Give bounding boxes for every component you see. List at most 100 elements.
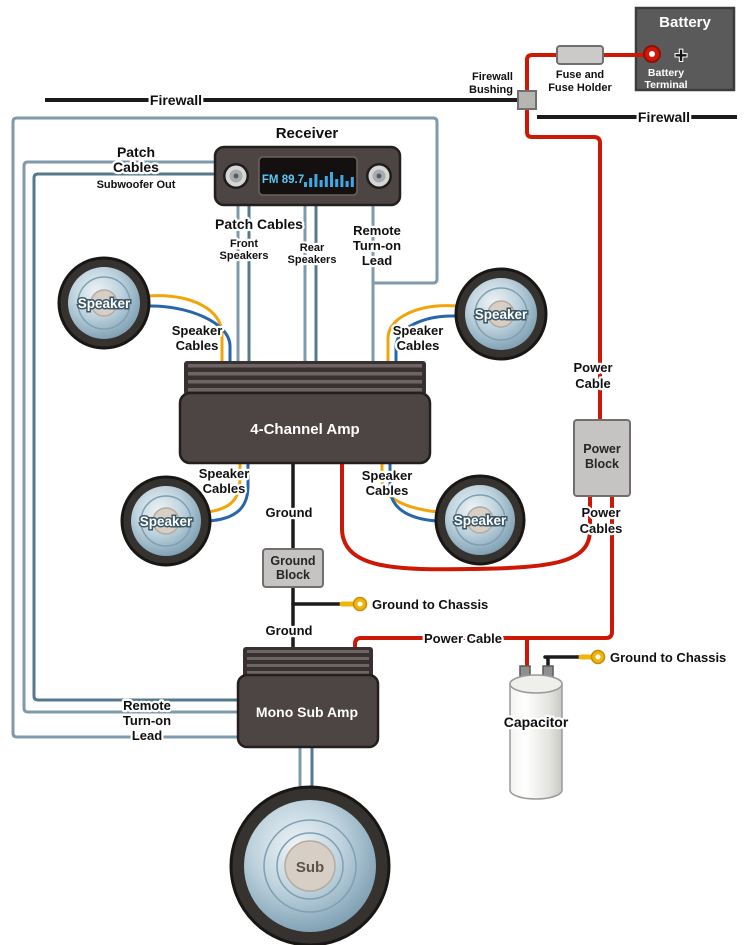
rear-speakers-label-2: Speakers [288, 254, 337, 266]
chassis-ring-terminal-icon [578, 649, 606, 665]
power-block-label-1: Power [583, 442, 621, 456]
subwoofer: Sub [229, 785, 391, 945]
speaker3-yellow-wire [205, 458, 242, 514]
fin-stripe [247, 671, 369, 674]
fin-stripe [247, 657, 369, 660]
signal-wires [11, 116, 439, 795]
speaker-cables-label-2a: Speaker [393, 323, 444, 338]
power-cables-label-2: Cables [580, 521, 623, 536]
speaker1-blue-wire [146, 304, 232, 366]
speaker-label: Speaker [140, 514, 193, 529]
power-block-to-mono-amp-wire [353, 492, 614, 654]
remote-bottom-label-2: Turn-on [123, 713, 171, 728]
capacitor-top [509, 674, 563, 694]
mono-sub-amp-label: Mono Sub Amp [256, 704, 358, 720]
four-channel-amp [178, 361, 432, 465]
capacitor [509, 665, 563, 800]
mono-sub-amp [236, 647, 380, 749]
ground-upper-label: Ground [266, 505, 313, 520]
battery-terminal-label-1: Battery [648, 67, 684, 79]
amp-fins [184, 361, 426, 395]
speaker-cables-label-4a: Speaker [362, 468, 413, 483]
speaker-label: Speaker [78, 296, 131, 311]
firewall-bushing-label-1: Firewall [472, 71, 513, 83]
speaker-cables-label-1a: Speaker [172, 323, 223, 338]
front-speakers-label-1: Front [230, 238, 258, 250]
chassis-ring-terminal-icon [339, 596, 368, 612]
display-text: FM 89.7 [262, 174, 304, 186]
power-cable-bottom-label: Power Cable [424, 631, 502, 646]
power-wires [340, 53, 654, 671]
volume-knob-icon [223, 163, 249, 189]
ground-block-label-2: Block [276, 568, 310, 582]
speaker-dome [90, 289, 118, 317]
speaker-inner-ring [454, 494, 506, 546]
speaker2-yellow-wire [386, 304, 459, 366]
remote-lead-to-mono-amp-wire [11, 116, 439, 739]
fin-stripe [247, 664, 369, 667]
remote-top-label-3: Lead [362, 253, 392, 268]
speaker-rear-left: Speaker [120, 475, 212, 567]
plus-sign: + [675, 43, 688, 68]
tuner-knob-icon [366, 163, 392, 189]
speaker4-yellow-wire [380, 458, 440, 514]
fin-stripe [188, 364, 422, 368]
rear-speakers-label-1: Rear [300, 242, 325, 254]
receiver-title: Receiver [276, 125, 339, 142]
capacitor-body [509, 683, 563, 800]
subwoofer-out-label: Subwoofer Out [97, 179, 176, 191]
capacitor-ground-wire [543, 655, 583, 670]
ground-block [262, 548, 324, 588]
patch-cables-mid-title: Patch Cables [215, 216, 303, 232]
subwoofer-patch-wire-2 [32, 172, 242, 702]
speaker3-blue-wire [206, 458, 250, 523]
spectrum-bars-icon [304, 172, 354, 187]
ground-to-chassis-mid-label: Ground to Chassis [372, 597, 488, 612]
battery-title: Battery [659, 14, 711, 31]
ground-block-label-1: Ground [270, 554, 315, 568]
speaker-cables-label-4b: Cables [366, 483, 409, 498]
amp-body [178, 391, 432, 465]
amp-body [236, 673, 380, 749]
patch-cables-top-label-1: Patch [117, 144, 155, 160]
remote-bottom-label-3: Lead [132, 728, 162, 743]
fin-stripe [247, 650, 369, 653]
receiver [213, 145, 402, 207]
speaker-dome [487, 300, 515, 328]
speaker-label: Speaker [475, 307, 528, 322]
four-channel-amp-label: 4-Channel Amp [250, 421, 359, 438]
remote-top-label-1: Remote [353, 223, 401, 238]
power-cable-right-label-1: Power [573, 360, 612, 375]
patch-cables-top-label-2: Cables [113, 159, 159, 175]
power-block-to-4ch-amp-wire [340, 460, 592, 572]
fin-stripe [188, 380, 422, 384]
subwoofer-patch-wire-1 [22, 160, 242, 714]
sub-label: Sub [296, 859, 324, 876]
ground-wires [291, 456, 583, 670]
speaker-inner-ring [474, 287, 528, 341]
fin-stripe [188, 388, 422, 392]
capacitor-label: Capacitor [504, 714, 569, 730]
speaker-wires [145, 294, 459, 523]
speaker2-blue-wire [394, 314, 458, 366]
power-block-label-2: Block [585, 457, 619, 471]
battery-terminal-label-2: Terminal [645, 79, 688, 91]
fin-stripe [188, 372, 422, 376]
sub-inner-ring [263, 819, 357, 913]
fuse-holder [556, 45, 604, 65]
labels: Battery + Battery Terminal Fuse and Fuse… [94, 14, 728, 745]
speaker-label: Speaker [454, 513, 507, 528]
speaker-front-left: Speaker [57, 256, 151, 350]
firewall-label-left: Firewall [150, 92, 202, 108]
speaker4-blue-wire [388, 458, 439, 523]
power-cable-right-label-2: Cable [575, 376, 610, 391]
power-block [573, 419, 631, 497]
speaker1-yellow-wire [145, 294, 224, 366]
speaker-dome [466, 506, 494, 534]
sub-inner-ring-2 [276, 832, 344, 900]
power-cables-label-1: Power [581, 505, 620, 520]
amp-fins [243, 647, 373, 677]
speaker-rear-right: Speaker [434, 474, 526, 566]
speaker-cables-label-3a: Speaker [199, 466, 250, 481]
